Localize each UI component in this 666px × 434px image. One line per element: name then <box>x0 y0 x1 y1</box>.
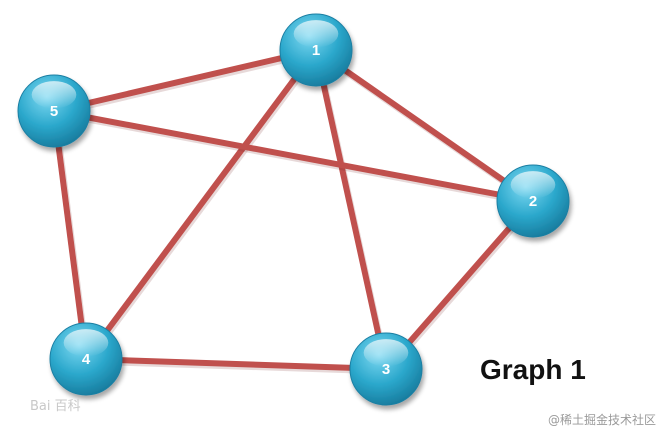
node-label-3: 3 <box>382 361 390 378</box>
node-label-5: 5 <box>50 103 58 120</box>
node-highlight-1 <box>293 20 339 48</box>
edges-layer <box>51 47 537 375</box>
edge-1-2 <box>314 47 535 204</box>
node-2: 2 <box>496 164 570 238</box>
node-3: 3 <box>349 332 423 406</box>
node-1: 1 <box>279 13 353 87</box>
node-label-2: 2 <box>529 193 537 210</box>
graph-title: Graph 1 <box>480 354 586 385</box>
node-highlight-4 <box>63 329 109 357</box>
edge-1-5 <box>53 47 317 114</box>
edge-5-4 <box>51 110 89 360</box>
watermark-juejin: @稀土掘金技术社区 <box>547 413 656 427</box>
node-highlight-3 <box>363 339 409 367</box>
edge-1-3 <box>313 49 389 370</box>
node-highlight-5 <box>31 81 77 109</box>
edge-3-2 <box>383 199 536 371</box>
node-label-1: 1 <box>312 42 320 59</box>
edge-4-3 <box>85 356 387 372</box>
edge-1-4 <box>83 48 319 361</box>
node-highlight-2 <box>510 171 556 199</box>
edge-5-2 <box>53 108 534 204</box>
node-4: 4 <box>49 322 123 396</box>
node-5: 5 <box>17 74 91 148</box>
watermark-baike: Bai 百科 <box>30 399 81 414</box>
nodes-layer: 1 2 3 4 5 <box>17 13 570 406</box>
node-label-4: 4 <box>82 351 91 368</box>
